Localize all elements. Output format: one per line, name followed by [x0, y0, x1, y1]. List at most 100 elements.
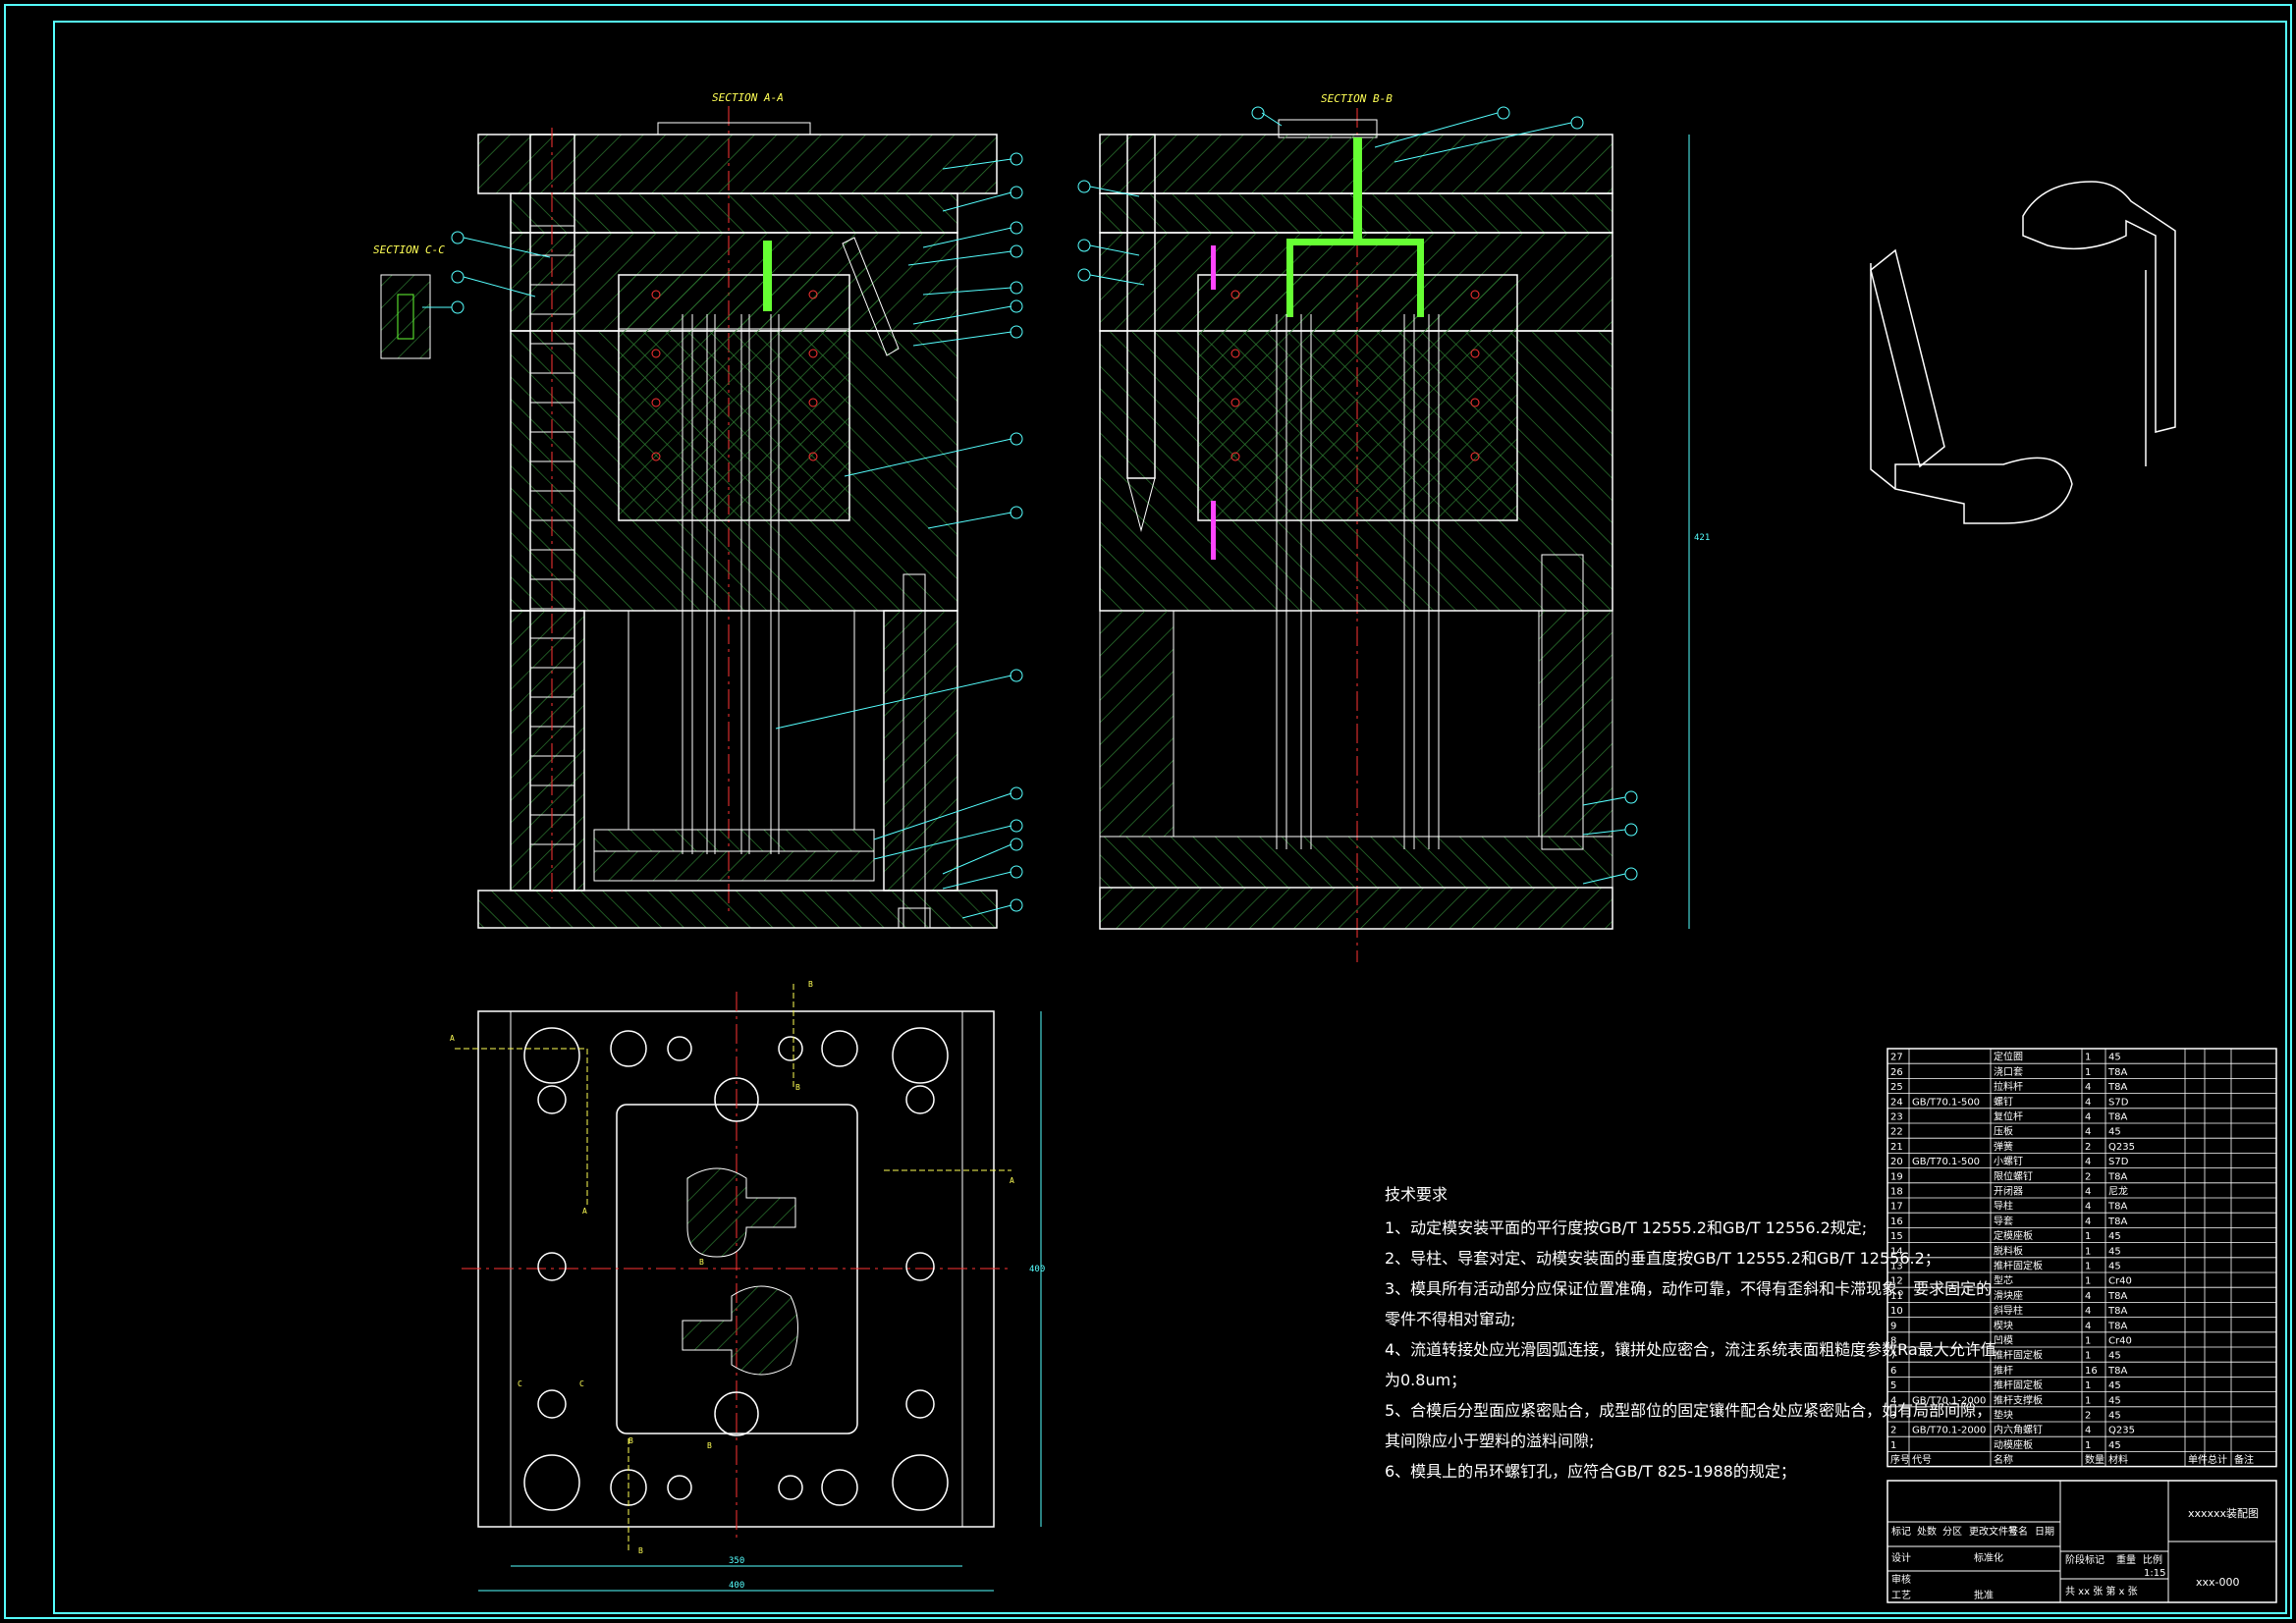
bom-cell: T8A [2107, 1112, 2127, 1123]
bom-cell: 1 [2085, 1262, 2091, 1272]
bom-cell: 4 [1890, 1395, 1896, 1406]
bom-cell: 3 [1890, 1411, 1896, 1422]
tech-req-line-4: 零件不得相对窜动; [1385, 1310, 1515, 1328]
bom-cell: Q235 [2108, 1426, 2135, 1436]
bom-header-cell: 单件 [2188, 1454, 2208, 1466]
bom-header-cell: 备注 [2234, 1453, 2254, 1466]
bom-cell: 4 [2085, 1157, 2091, 1167]
bom-cell: 16 [2085, 1366, 2098, 1377]
bom-cell: 27 [1890, 1053, 1903, 1063]
tech-req-line-6: 为0.8um； [1385, 1371, 1466, 1389]
bom-cell: GB/T70.1-500 [1912, 1157, 1980, 1167]
bom-cell: 1 [2085, 1380, 2091, 1391]
section-a-a-view: SECTION A-A [373, 91, 1023, 929]
bom-cell: T8A [2107, 1291, 2127, 1302]
tech-req-line-8: 其间隙应小于塑料的溢料间隙; [1385, 1432, 1594, 1450]
bom-cell: 45 [2108, 1262, 2121, 1272]
bom-cell: T8A [2107, 1082, 2127, 1093]
bom-cell: 凹模 [1994, 1335, 2013, 1347]
bom-cell: 1 [2085, 1395, 2091, 1406]
title-block-mark-label: 标记 [1891, 1526, 1911, 1538]
title-block-scale-value: 1:15 [2144, 1568, 2165, 1579]
section-marker-b-3: B [699, 1258, 704, 1267]
bom-cell: 推杆固定板 [1994, 1260, 2043, 1272]
bom-header-cell: 序号 [1890, 1453, 1910, 1466]
bom-cell: 复位杆 [1994, 1110, 2023, 1123]
bom-cell: 1 [2085, 1336, 2091, 1347]
bom-cell: 楔块 [1994, 1320, 2013, 1331]
bom-cell: 浇口套 [1994, 1065, 2023, 1078]
bom-cell: 6 [1890, 1366, 1896, 1377]
bom-cell: 定位圈 [1994, 1051, 2023, 1063]
bom-cell: 8 [1890, 1336, 1896, 1347]
bom-cell: 2 [2085, 1142, 2091, 1153]
bom-cell: 拉料杆 [1994, 1080, 2023, 1093]
section-height-dimension: 421 [1694, 533, 1710, 543]
title-block-stage-label: 阶段标记 [2065, 1553, 2105, 1566]
bom-cell: 4 [2085, 1187, 2091, 1198]
bom-cell: 滑块座 [1994, 1289, 2023, 1302]
bom-cell: 1 [2085, 1053, 2091, 1063]
bom-cell: 4 [2085, 1112, 2091, 1123]
tech-req-line-5: 4、流道转接处应光滑圆弧连接，镶拼处应密合，流注系统表面粗糙度参数Ra最大允许值 [1385, 1340, 1996, 1359]
title-block-scale-label: 比例 [2143, 1553, 2162, 1566]
bom-cell: 小螺钉 [1994, 1156, 2023, 1167]
bom-cell: 25 [1890, 1082, 1903, 1093]
bom-cell: 4 [2085, 1082, 2091, 1093]
bom-cell: 垫块 [1994, 1409, 2013, 1422]
title-block-zone-label: 分区 [1942, 1526, 1962, 1538]
bom-cell: 推杆固定板 [1994, 1379, 2043, 1391]
bom-cell: Cr40 [2108, 1336, 2132, 1347]
bom-cell: 45 [2108, 1053, 2121, 1063]
section-b-b-label: SECTION B-B [1321, 92, 1393, 105]
bom-cell: 45 [2108, 1440, 2121, 1451]
bom-cell: 定模座板 [1994, 1229, 2033, 1242]
plan-width-350: 350 [729, 1556, 744, 1566]
part-isometric-view [1870, 181, 2176, 524]
bom-cell: 内六角螺钉 [1994, 1424, 2043, 1436]
bom-cell: 1 [2085, 1231, 2091, 1242]
bom-cell: 45 [2108, 1395, 2121, 1406]
title-block: 标记 处数 分区 更改文件号 签名 日期 设计 标准化 阶段标记 重量 比例 审… [1886, 1480, 2277, 1603]
bom-cell: 4 [2085, 1127, 2091, 1138]
bom-cell: 4 [2085, 1217, 2091, 1227]
bom-cell: 导柱 [1994, 1200, 2013, 1213]
bom-cell: 动模座板 [1994, 1438, 2033, 1451]
title-block-count-label: 处数 [1917, 1525, 1937, 1538]
title-block-review-label: 审核 [1891, 1573, 1911, 1586]
bom-cell: 脱料板 [1994, 1244, 2023, 1257]
bom-cell: 45 [2108, 1380, 2121, 1391]
bom-cell: 7 [1890, 1351, 1896, 1362]
bom-cell: T8A [2107, 1171, 2127, 1182]
bom-cell: 11 [1890, 1291, 1903, 1302]
bom-cell: Cr40 [2108, 1276, 2132, 1287]
bom-cell: 导套 [1994, 1215, 2013, 1227]
title-block-date-label: 日期 [2035, 1526, 2054, 1538]
bom-cell: 限位螺钉 [1994, 1169, 2033, 1182]
section-marker-b-5: B [629, 1436, 633, 1445]
bom-cell: 4 [2085, 1426, 2091, 1436]
bom-cell: 4 [2085, 1291, 2091, 1302]
bom-cell: 45 [2108, 1127, 2121, 1138]
technical-requirements: 技术要求 1、动定模安装平面的平行度按GB/T 12555.2和GB/T 125… [1385, 1185, 1996, 1481]
inner-frame [53, 21, 2287, 1614]
bom-cell: 5 [1890, 1380, 1896, 1391]
bom-cell: T8A [2107, 1321, 2127, 1331]
bom-header-cell: 材料 [2108, 1453, 2128, 1466]
tech-req-line-9: 6、模具上的吊环螺钉孔，应符合GB/T 825-1988的规定； [1385, 1462, 1796, 1481]
bom-cell: 压板 [1994, 1125, 2013, 1138]
section-b-b-view: SECTION B-B [1077, 92, 1710, 962]
plan-view: A A B B A B B B C C B 350 400 400 [450, 980, 1045, 1592]
bom-cell: 4 [2085, 1321, 2091, 1331]
drawing-number: xxx-000 [2196, 1576, 2240, 1589]
bom-cell: 22 [1890, 1127, 1903, 1138]
bom-cell: 20 [1890, 1157, 1903, 1167]
bom-cell: S7D [2108, 1157, 2129, 1167]
tech-req-line-3: 3、模具所有活动部分应保证位置准确，动作可靠，不得有歪斜和卡滞现象。要求固定的 [1385, 1279, 1992, 1298]
drawing-name: xxxxxx装配图 [2188, 1507, 2259, 1520]
bom-cell: GB/T70.1-500 [1912, 1097, 1980, 1108]
bom-cell: 尼龙 [2108, 1185, 2128, 1198]
bom-cell: 4 [2085, 1097, 2091, 1108]
bom-header-cell: 名称 [1994, 1453, 2013, 1466]
